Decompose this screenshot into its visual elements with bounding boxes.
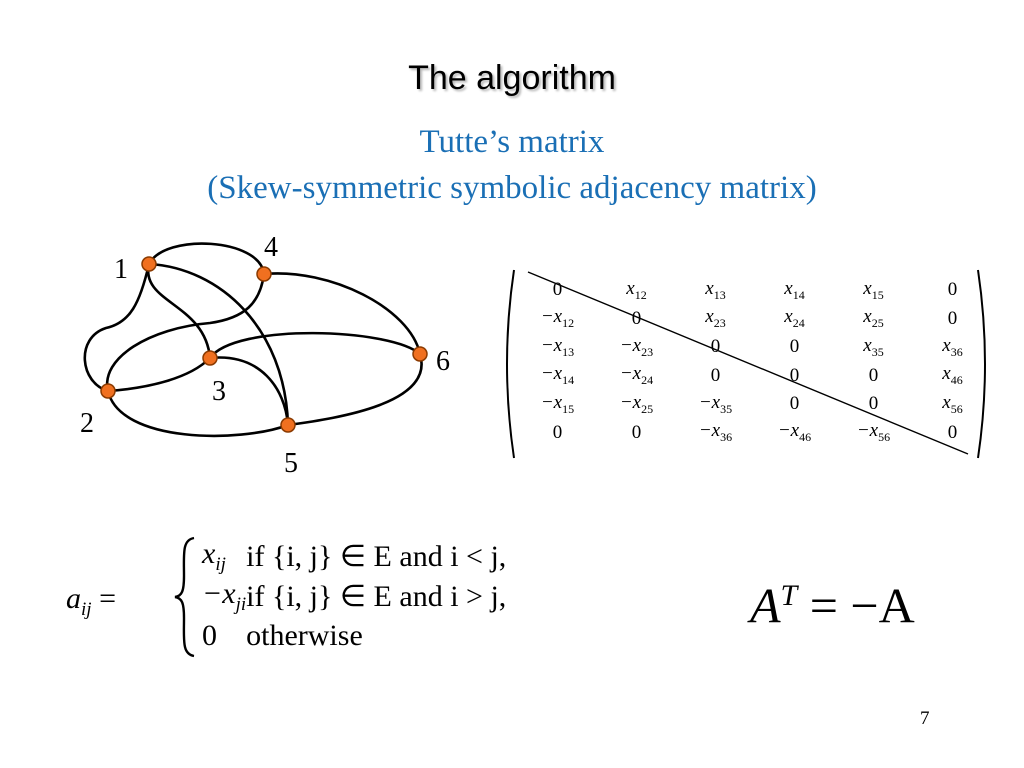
node-label-4: 4: [264, 232, 278, 263]
edge-2-5: [106, 390, 289, 438]
node-label-1: 1: [114, 254, 128, 285]
page-number: 7: [920, 708, 930, 729]
matrix-cell: 0: [631, 307, 642, 329]
matrix-cell: −x56: [856, 420, 891, 445]
matrix-cell: x24: [784, 306, 805, 331]
matrix-cell: x36: [942, 334, 963, 359]
case-row: 0 otherwise: [202, 616, 506, 656]
matrix-cell: x25: [863, 306, 884, 331]
matrix-cell: x14: [784, 277, 805, 302]
matrix-cell: 0: [789, 364, 800, 386]
edge-4-6: [263, 272, 422, 355]
node-label-2: 2: [80, 408, 94, 439]
subtitle-line-1: Tutte’s matrix: [419, 124, 605, 160]
edge-1-4: [147, 242, 266, 275]
matrix-cell: −x36: [698, 420, 733, 445]
edge-2-3: [107, 357, 211, 393]
tutte-matrix: 0 x12 x13 x14 x15 0 −x12 0 x23 x24 x25 0 −x13 −x23 0 0 x…: [498, 266, 994, 462]
matrix-cell: 0: [789, 336, 800, 358]
matrix-cell: −x13: [540, 334, 575, 359]
case-value: −xji: [202, 576, 247, 615]
matrix-cell: x23: [705, 306, 726, 331]
matrix-left-paren: [506, 269, 515, 459]
matrix-cell: −x15: [540, 391, 575, 416]
node-3: [202, 350, 218, 366]
case-condition: otherwise: [246, 619, 363, 652]
edge-1-2: [83, 263, 151, 393]
node-4: [256, 266, 272, 282]
matrix-cell: x46: [942, 363, 963, 388]
matrix-cell: −x24: [619, 363, 654, 388]
node-1: [141, 256, 157, 272]
node-6: [412, 346, 428, 362]
matrix-diagonal-line: [527, 271, 969, 455]
matrix-cell: −x25: [619, 391, 654, 416]
matrix-cell: x35: [863, 334, 884, 359]
edge-3-6: [208, 331, 421, 359]
matrix-cell: 0: [868, 393, 879, 415]
node-label-5: 5: [284, 448, 298, 479]
matrix-cell: x15: [863, 277, 884, 302]
matrix-row: 0 x12 x13 x14 x15 0: [518, 276, 992, 305]
edge-2-4: [105, 273, 266, 392]
matrix-cell: 0: [552, 421, 563, 443]
matrix-cell: −x14: [540, 363, 575, 388]
matrix-row: −x15 −x25 −x35 0 0 x56: [518, 390, 992, 419]
matrix-cell: −x12: [540, 306, 575, 331]
matrix-table: 0 x12 x13 x14 x15 0 −x12 0 x23 x24 x25 0 −x13 −x23 0 0 x…: [518, 276, 992, 447]
matrix-row: −x14 −x24 0 0 0 x46: [518, 362, 992, 391]
definition-lhs: aij =: [66, 582, 116, 620]
matrix-right-paren: [977, 269, 986, 459]
matrix-cell: 0: [710, 336, 721, 358]
matrix-cell: −x35: [698, 391, 733, 416]
matrix-row: 0 0 −x36 −x46 −x56 0: [518, 419, 992, 448]
node-5: [280, 417, 296, 433]
cases-brace: [174, 536, 195, 658]
matrix-cell: x56: [942, 391, 963, 416]
matrix-cell: −x23: [619, 334, 654, 359]
node-label-6: 6: [436, 346, 450, 377]
matrix-cell: 0: [947, 279, 958, 301]
subtitle-line-2: (Skew-symmetric symbolic adjacency matri…: [207, 170, 817, 206]
matrix-cell: x12: [626, 277, 647, 302]
skew-symmetry-identity: AT = −A: [750, 577, 915, 634]
edge-1-3: [146, 263, 212, 359]
case-condition: if {i, j} ∈ E and i > j,: [246, 579, 507, 613]
edge-3-5: [209, 356, 290, 426]
matrix-cell: x13: [705, 277, 726, 302]
matrix-cell: 0: [947, 421, 958, 443]
matrix-cell: 0: [631, 421, 642, 443]
case-value: 0: [202, 619, 217, 652]
slide-title: The algorithm: [408, 59, 616, 97]
matrix-cell: 0: [868, 364, 879, 386]
node-label-3: 3: [212, 376, 226, 407]
case-condition: if {i, j} ∈ E and i < j,: [246, 539, 507, 573]
case-value: xij: [202, 536, 226, 575]
matrix-row: −x13 −x23 0 0 x35 x36: [518, 333, 992, 362]
matrix-cell: −x46: [777, 420, 812, 445]
matrix-row: −x12 0 x23 x24 x25 0: [518, 305, 992, 334]
edge-5-6: [287, 353, 423, 427]
matrix-cell: 0: [789, 393, 800, 415]
matrix-cell: 0: [710, 364, 721, 386]
matrix-cell: 0: [947, 307, 958, 329]
graph-diagram: [83, 242, 428, 438]
case-row: xij if {i, j} ∈ E and i < j,: [202, 536, 506, 576]
node-2: [100, 383, 116, 399]
matrix-cell: 0: [552, 279, 563, 301]
